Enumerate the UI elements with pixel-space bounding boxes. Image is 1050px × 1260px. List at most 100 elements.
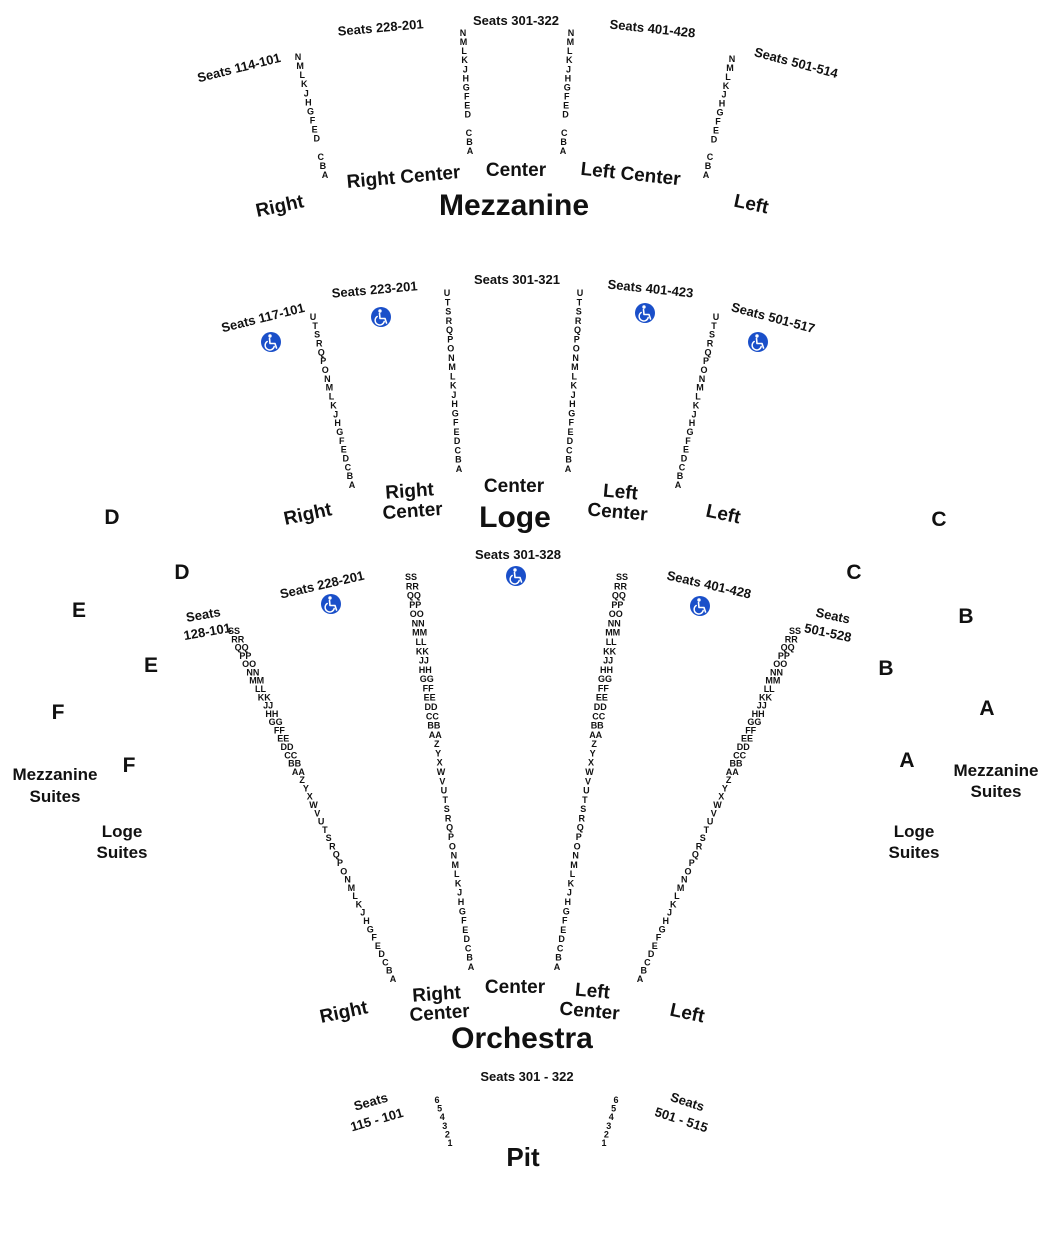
aisle-row-letter: SS	[789, 626, 801, 636]
aisle-row-letter: M	[677, 883, 685, 893]
aisle-row-letter: B	[565, 455, 572, 465]
aisle-row-letter: CC	[284, 750, 297, 760]
box-label-left-2: D	[174, 561, 189, 584]
loge-section-left-center: Left Center	[587, 481, 649, 526]
mezzanine-suites-left-line-2: Suites	[29, 787, 80, 806]
aisle-row-letter: H	[305, 97, 312, 107]
aisle-row-letter: KK	[416, 646, 429, 656]
aisle-row-letter: K	[723, 81, 730, 91]
aisle-row-letter: U	[441, 786, 448, 796]
aisle-row-letter: HH	[752, 709, 765, 719]
aisle-row-letter: MM	[765, 676, 780, 686]
aisle-row-letter: Z	[591, 739, 597, 749]
aisle-row-letter: AA	[429, 730, 442, 740]
aisle-row-letter: F	[461, 916, 467, 926]
aisle-row-letter: C	[318, 152, 325, 162]
aisle-row-letter: EE	[277, 734, 289, 744]
aisle-row-letter: J	[333, 409, 338, 419]
aisle-row-letter: M	[571, 362, 579, 372]
aisle-row-letter: GG	[420, 674, 434, 684]
aisle-row-letter: T	[322, 825, 328, 835]
box-label-right-2: C	[846, 561, 861, 584]
aisle-row-letter: H	[565, 897, 572, 907]
aisle-row-letter: SS	[616, 572, 628, 582]
wheelchair-icon	[371, 307, 391, 327]
aisle-row-letter: LL	[606, 637, 617, 647]
aisle-row-letter: P	[574, 334, 580, 344]
aisle-row-letter: R	[579, 813, 586, 823]
wheelchair-icon	[506, 566, 526, 586]
aisle-row-letter: E	[453, 427, 459, 437]
aisle-row-letter: A	[468, 962, 475, 972]
aisle-row-letter: QQ	[235, 643, 249, 653]
aisle-row-letter: O	[700, 365, 707, 375]
orchestra-section-left-center: Left Center	[559, 980, 621, 1025]
aisle-row-letter: RR	[406, 581, 419, 591]
aisle-row-letter: P	[703, 356, 709, 366]
aisle-row-letter: M	[348, 883, 356, 893]
aisle-row-letter: C	[454, 446, 461, 456]
aisle-row-letter: A	[349, 480, 356, 490]
mezzanine-section-right: Right	[254, 191, 307, 222]
aisle-row-letter: DD	[737, 742, 750, 752]
aisle-row-letter: BB	[288, 759, 301, 769]
orchestra-seats-left-center: Seats 401-428	[665, 568, 752, 602]
mezzanine-seats-left-center: Seats 401-428	[609, 17, 696, 41]
aisle-row-letter: U	[707, 817, 714, 827]
aisle-row-letter: DD	[425, 702, 438, 712]
aisle-row-letter: U	[310, 312, 317, 322]
aisle-row-letter: V	[585, 776, 591, 786]
box-label-left-1: D	[104, 506, 119, 529]
aisle-row-letter: K	[455, 878, 462, 888]
aisle-row-letter: M	[570, 860, 578, 870]
aisle-row-letter: B	[320, 161, 327, 171]
loge-seats-right: Seats 117-101	[220, 300, 306, 335]
aisle-row-letter: B	[466, 137, 473, 147]
loge-seats-left: Seats 501-517	[730, 299, 817, 336]
box-label-left-5: F	[52, 701, 65, 724]
aisle-row-letter: 2	[604, 1129, 609, 1139]
loge-section-right-center: Right Center	[382, 479, 444, 524]
aisle-row-letter: EE	[596, 693, 608, 703]
aisle-row-letter: J	[667, 908, 672, 918]
aisle-row-letter: Y	[303, 783, 309, 793]
aisle-row-letter: L	[329, 392, 335, 402]
aisle-row-letter: G	[367, 924, 374, 934]
aisle-row-letter: S	[709, 330, 715, 340]
aisle-row-letter: OO	[773, 659, 787, 669]
aisle-row-letter: R	[446, 316, 453, 326]
aisle-row-letter: JJ	[603, 656, 613, 666]
aisle-row-letter: BB	[730, 759, 743, 769]
aisle-row-letter: G	[564, 83, 571, 93]
aisle-row-letter: OO	[609, 609, 623, 619]
aisle-row-letter: T	[704, 825, 710, 835]
aisle-row-letter: G	[459, 906, 466, 916]
aisle-row-letter: N	[729, 54, 736, 64]
aisle-row-letter: R	[445, 813, 452, 823]
aisle-row-letter: D	[463, 934, 470, 944]
aisle-row-letter: B	[640, 966, 647, 976]
aisle-row-letter: Z	[726, 775, 732, 785]
aisle-row-letter: S	[326, 833, 332, 843]
aisle-row-letter: W	[309, 800, 318, 810]
orchestra-aisle-rows-1: SSRRQQPPOONNMMLLKKJJHHGGFFEEDDCCBBAAZYXW…	[228, 626, 397, 984]
loge-seats-center: Seats 301-321	[474, 272, 560, 287]
aisle-row-letter: Q	[574, 325, 581, 335]
aisle-row-letter: 5	[437, 1104, 442, 1114]
aisle-row-letter: J	[691, 409, 696, 419]
orchestra-aisle-rows-2: SSRRQQPPOONNMMLLKKJJHHGGFFEEDDCCBBAAZYXW…	[405, 572, 475, 972]
aisle-row-letter: L	[461, 46, 467, 56]
loge-section-right-center-line-1: Right	[385, 479, 436, 503]
aisle-row-letter: A	[390, 974, 397, 984]
aisle-row-letter: C	[561, 128, 568, 138]
aisle-row-letter: H	[689, 418, 696, 428]
mezzanine-suites-right-line-1: Mezzanine	[953, 761, 1038, 780]
aisle-row-letter: JJ	[757, 701, 767, 711]
aisle-row-letter: DD	[281, 742, 294, 752]
aisle-row-letter: D	[711, 134, 718, 144]
aisle-row-letter: HH	[600, 665, 613, 675]
loge-suites-left: Loge Suites	[96, 822, 147, 862]
aisle-row-letter: G	[336, 427, 343, 437]
aisle-row-letter: O	[684, 866, 691, 876]
